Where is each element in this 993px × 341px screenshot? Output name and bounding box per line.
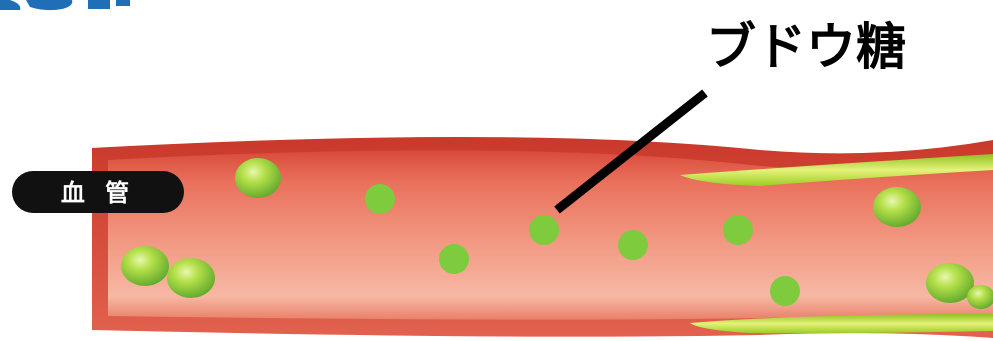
glucose-dot — [618, 230, 648, 260]
glucose-particle — [873, 187, 921, 227]
glucose-particle — [235, 158, 281, 198]
glucose-dot — [529, 215, 559, 245]
glucose-dot — [439, 244, 469, 274]
glucose-dot — [770, 276, 800, 306]
header-fragment — [0, 0, 130, 10]
vessel-tag: 血 管 — [12, 171, 184, 213]
glucose-dot — [365, 184, 395, 214]
glucose-label: ブドウ糖 — [706, 18, 906, 76]
glucose-particle — [167, 258, 215, 298]
glucose-particle — [926, 263, 974, 303]
vessel-tag-label: 血 管 — [61, 179, 135, 207]
glucose-dot — [723, 215, 753, 245]
glucose-particle — [121, 246, 169, 286]
